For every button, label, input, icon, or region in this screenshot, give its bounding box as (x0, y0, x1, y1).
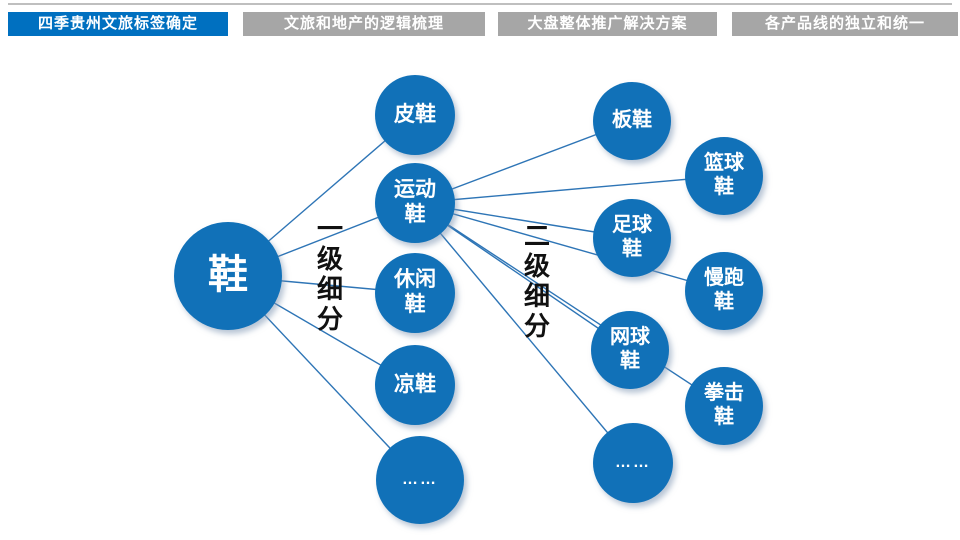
node-root-shoe: 鞋 (174, 222, 282, 330)
top-divider-rule (8, 3, 952, 5)
node-label: 篮球鞋 (704, 152, 744, 198)
node-label: 皮鞋 (393, 102, 436, 126)
node-jogging-shoes: 慢跑鞋 (685, 252, 763, 330)
node-tennis-shoes: 网球鞋 (591, 311, 669, 389)
node-label: 运动鞋 (393, 178, 436, 226)
connector-line (414, 175, 725, 204)
node-label: 慢跑鞋 (704, 267, 744, 313)
node-level2-ellipsis: …… (593, 423, 673, 503)
node-label: 板鞋 (612, 109, 652, 132)
node-casual-shoes: 休闲鞋 (375, 253, 455, 333)
tab-siji-guizhou-wenlv[interactable]: 四季贵州文旅标签确定 (8, 12, 228, 36)
node-sports-shoes: 运动鞋 (375, 163, 455, 243)
node-sandals: 凉鞋 (375, 345, 455, 425)
node-label: 拳击鞋 (704, 382, 744, 428)
level1-caption: 一级细分 (316, 214, 343, 334)
node-label: 鞋 (208, 253, 248, 298)
tab-dapan-tuiguang[interactable]: 大盘整体推广解决方案 (498, 12, 717, 36)
connector-line (414, 202, 725, 407)
node-boxing-shoes: 拳击鞋 (685, 367, 763, 445)
connector-line (414, 202, 634, 464)
node-label: …… (615, 453, 651, 471)
node-basketball-shoes: 篮球鞋 (685, 137, 763, 215)
node-skate-shoes: 板鞋 (593, 82, 671, 160)
node-label: …… (402, 470, 438, 488)
level2-caption: 二级细分 (523, 221, 550, 341)
node-leather-shoes: 皮鞋 (375, 75, 455, 155)
node-label: 凉鞋 (393, 372, 436, 396)
node-label: 休闲鞋 (393, 268, 436, 316)
connector-line (414, 202, 631, 351)
tab-wenlv-dichan-luoji[interactable]: 文旅和地产的逻辑梳理 (243, 12, 485, 36)
node-label: 足球鞋 (612, 214, 652, 260)
node-football-shoes: 足球鞋 (593, 199, 671, 277)
node-label: 网球鞋 (610, 326, 650, 372)
tab-chanpinxian-tongyi[interactable]: 各产品线的独立和统一 (732, 12, 958, 36)
connector-line (414, 202, 725, 292)
node-level1-ellipsis: …… (376, 436, 464, 524)
